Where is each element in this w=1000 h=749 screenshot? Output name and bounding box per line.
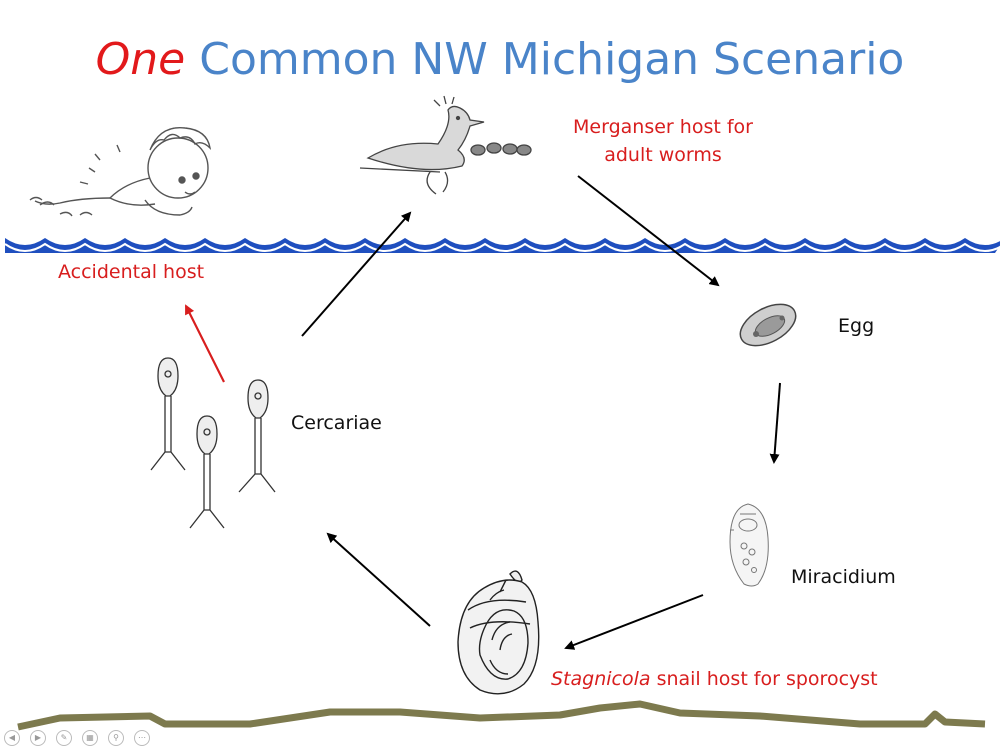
merganser-label-line1: Merganser host for	[573, 116, 753, 138]
title-rest: Common NW Michigan Scenario	[185, 34, 905, 85]
cercaria-illustration	[150, 357, 276, 529]
snail-host-label: Stagnicola snail host for sporocyst	[551, 668, 878, 690]
lake-bottom	[17, 700, 986, 731]
slides-grid-icon[interactable]: ▦	[82, 730, 98, 746]
zoom-icon[interactable]: ⚲	[108, 730, 124, 746]
title-first-word: One	[95, 34, 186, 85]
snail-host-text: snail host for sporocyst	[650, 668, 878, 690]
arrow-cercariae-to-merganser	[301, 211, 412, 337]
slide-title: One Common NW Michigan Scenario	[0, 34, 1000, 85]
next-slide-icon[interactable]: ▶	[30, 730, 46, 746]
arrow-miracidium-to-snail	[564, 594, 704, 650]
merganser-label-line2: adult worms	[604, 144, 722, 166]
more-options-icon[interactable]: ⋯	[134, 730, 150, 746]
pen-icon[interactable]: ✎	[56, 730, 72, 746]
merganser-label: Merganser host for adult worms	[548, 113, 778, 169]
arrow-cercariae-to-accidental-host	[185, 304, 225, 383]
arrow-egg-to-miracidium	[769, 382, 781, 464]
egg-illustration	[739, 303, 797, 347]
snail-genus: Stagnicola	[551, 668, 651, 690]
cercariae-label: Cercariae	[291, 412, 382, 434]
merganser-illustration	[359, 95, 532, 195]
swimmer-illustration	[29, 126, 212, 217]
egg-label: Egg	[838, 315, 875, 337]
snail-illustration	[457, 570, 540, 695]
prev-slide-icon[interactable]: ◀	[4, 730, 20, 746]
accidental-host-label: Accidental host	[58, 261, 205, 283]
arrow-snail-to-cercariae	[326, 532, 431, 627]
miracidium-label: Miracidium	[791, 566, 896, 588]
miracidium-illustration	[729, 503, 769, 587]
arrow-merganser-to-egg	[577, 175, 720, 287]
